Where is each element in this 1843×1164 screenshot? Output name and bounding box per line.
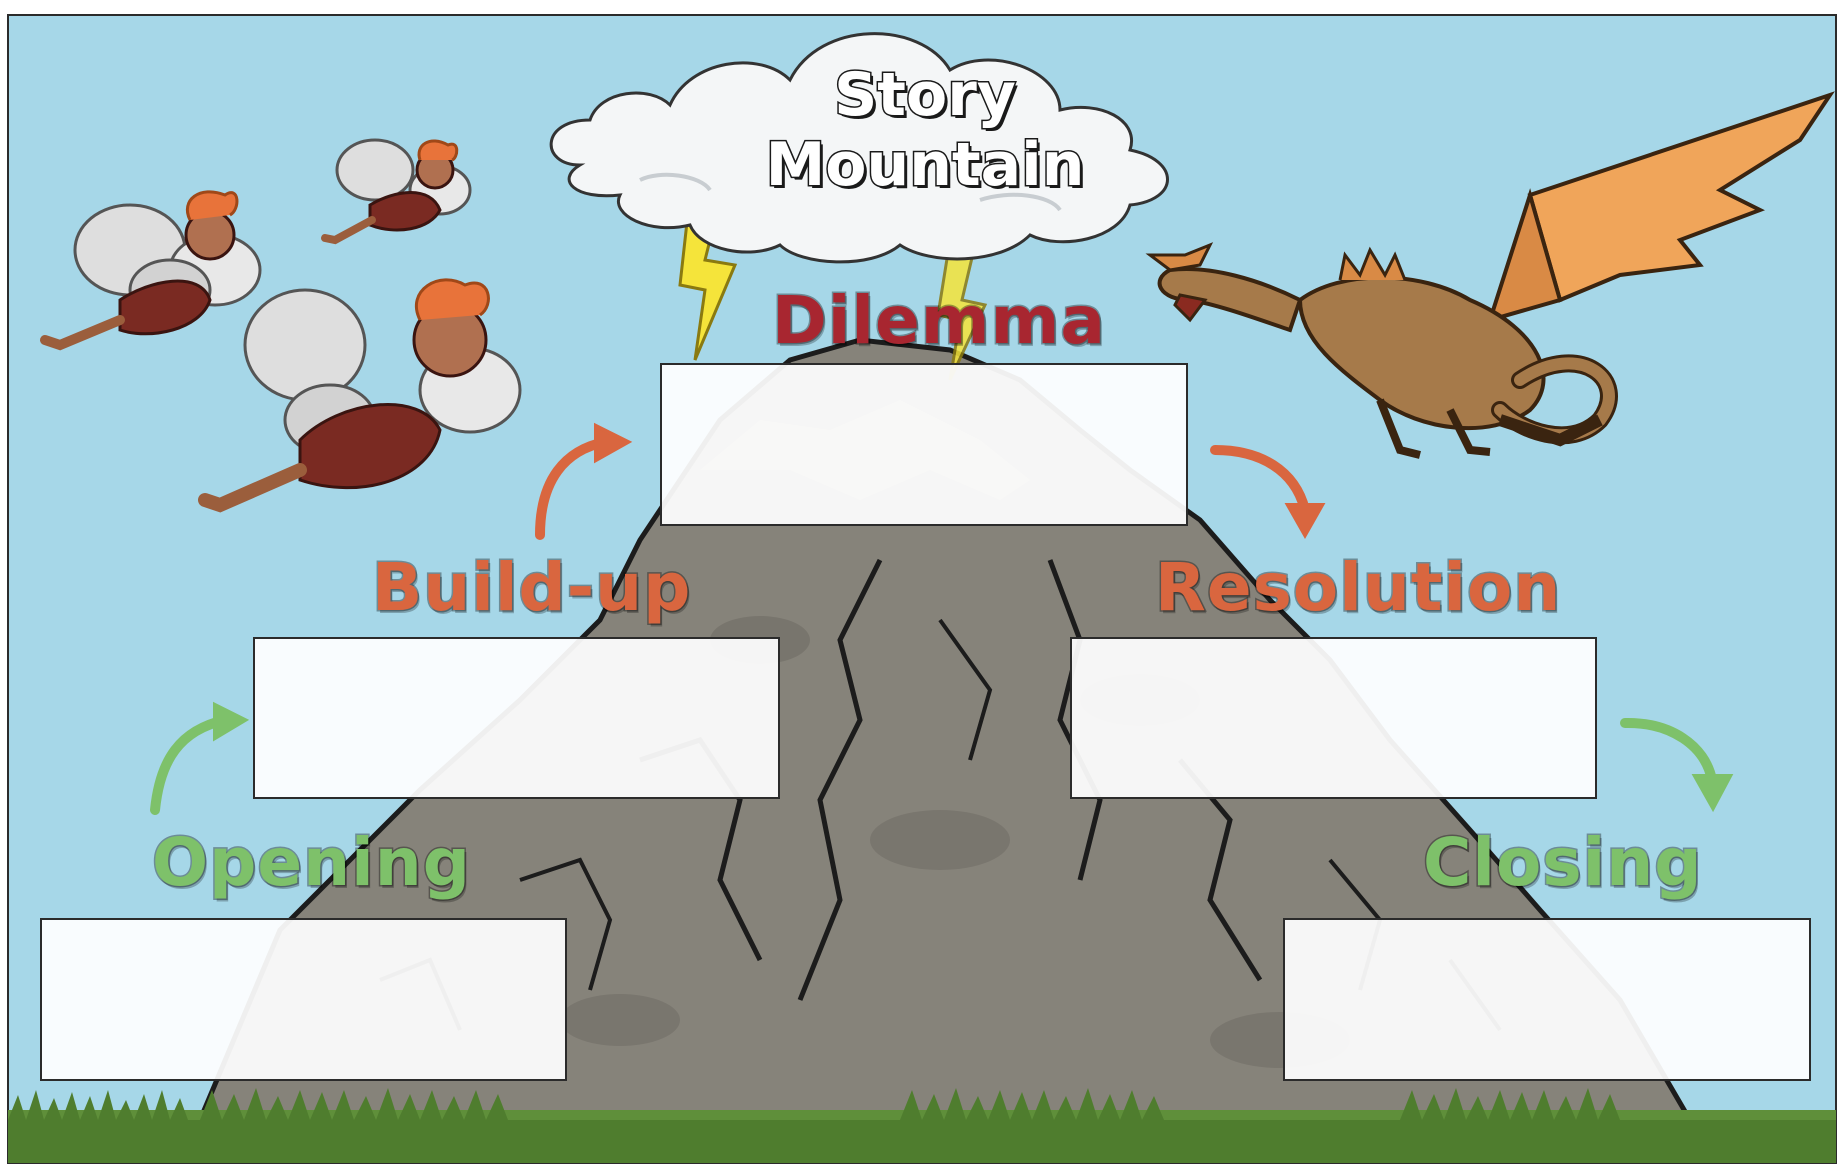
fairy-icon [321,138,472,245]
title-line-2: Mountain [764,129,1086,202]
label-resolution: Resolution [1153,549,1562,626]
opening-text-box[interactable] [40,918,567,1081]
dilemma-text-box[interactable] [660,363,1188,526]
title-line-1: Story [833,59,1018,132]
label-dilemma: Dilemma [771,282,1107,359]
label-closing: Closing [1422,824,1704,901]
resolution-text-box[interactable] [1070,637,1597,799]
dragon-icon [1145,91,1835,459]
buildup-text-box[interactable] [253,637,780,799]
arrow-icon [150,422,1734,815]
closing-text-box[interactable] [1283,918,1811,1081]
label-buildup: Build-up [370,549,692,626]
cloud-icon [549,32,1169,264]
fairy-icon [40,190,262,351]
grass-strip [8,1088,1836,1163]
poster-title: Story Mountain [760,59,1090,202]
fairy-icon [198,278,522,513]
label-opening: Opening [151,824,472,901]
